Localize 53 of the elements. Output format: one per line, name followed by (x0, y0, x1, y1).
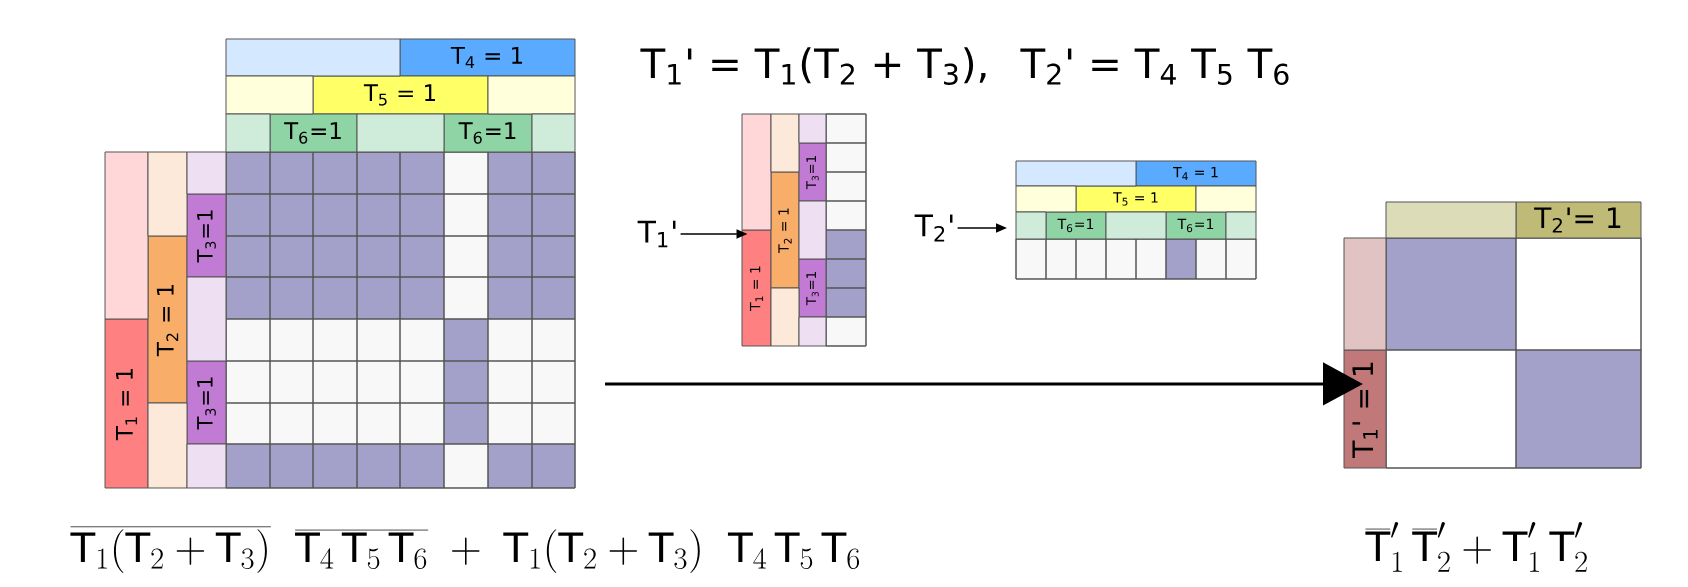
variable-band: T$_{1}$' = 1 (1343, 349, 1387, 469)
equation-text: T$_{1}$' = T$_{1}$(T$_{2}$ + T$_{3}$), (640, 47, 986, 85)
cell-grid (1015, 238, 1257, 280)
band-segment (225, 38, 401, 77)
band-segment (356, 113, 445, 153)
equation-text: T$_{2}$' = T$_{4}$ T$_{5}$ T$_{6}$ (1020, 48, 1289, 85)
band-segment (1015, 211, 1047, 240)
band-segment (1015, 185, 1077, 213)
cell-grid (1385, 237, 1642, 469)
band-segment (186, 151, 227, 195)
band-segment (770, 287, 800, 347)
variable-band: T$_{1}$ = 1 (741, 229, 772, 347)
variable-band: T$_{1}$ = 1 (104, 318, 149, 489)
band-segment (147, 151, 188, 237)
formula: $\overline{\mathsf{T}_1(\mathsf{T}_2+\mathsf{T}_3)}\;\;\overline{\mathsf{T}_4\,\mathsf{T}_5\,\mathsf{T}_6}\;+\;\mathsf{T}_1(\mathsf{T}_2+\mathsf{T}_3)\;\;\mathsf{T}_4\,\mathsf{T}_5\,\mathsf{T}_6$ (70, 526, 860, 573)
variable-band: T$_{2}$ = 1 (147, 235, 188, 404)
band-segment (1385, 201, 1517, 239)
variable-band: T$_{6}$=1 (269, 113, 358, 153)
variable-band: T$_{4}$ = 1 (1135, 160, 1257, 187)
band-segment (1015, 160, 1137, 187)
band-segment (147, 402, 188, 489)
band-segment (104, 151, 149, 320)
band-segment (798, 316, 827, 347)
band-segment (1195, 185, 1257, 213)
band-segment (741, 113, 772, 231)
cell-grid (825, 113, 867, 347)
variable-band: T$_{2}$'= 1 (1515, 201, 1642, 239)
variable-label: T$_{2}$' (914, 214, 953, 242)
band-segment (225, 75, 314, 115)
band-segment (1105, 211, 1167, 240)
variable-band: T$_{3}$=1 (186, 360, 227, 445)
cell-grid (225, 151, 576, 489)
band-segment (798, 113, 827, 144)
band-segment (487, 75, 576, 115)
formula: $\overline{\mathsf{T}}_1'\,\overline{\mathsf{T}}_2'+\mathsf{T}_1'\,\mathsf{T}_2'$ (1365, 521, 1587, 572)
band-segment (798, 200, 827, 260)
variable-band: T$_{6}$=1 (1165, 211, 1227, 240)
band-segment (1225, 211, 1257, 240)
band-segment (770, 113, 800, 173)
band-segment (225, 113, 271, 153)
variable-band: T$_{2}$ = 1 (770, 171, 800, 289)
variable-band: T$_{5}$ = 1 (312, 75, 489, 115)
band-segment (1343, 237, 1387, 351)
band-segment (186, 443, 227, 489)
variable-band: T$_{3}$=1 (798, 258, 827, 318)
band-segment (531, 113, 576, 153)
variable-label: T$_{1}$' (637, 220, 676, 248)
variable-band: T$_{3}$=1 (186, 193, 227, 278)
band-segment (186, 276, 227, 362)
variable-band: T$_{6}$=1 (443, 113, 533, 153)
variable-band: T$_{4}$ = 1 (399, 38, 576, 77)
variable-band: T$_{3}$=1 (798, 142, 827, 202)
variable-band: T$_{6}$=1 (1045, 211, 1107, 240)
